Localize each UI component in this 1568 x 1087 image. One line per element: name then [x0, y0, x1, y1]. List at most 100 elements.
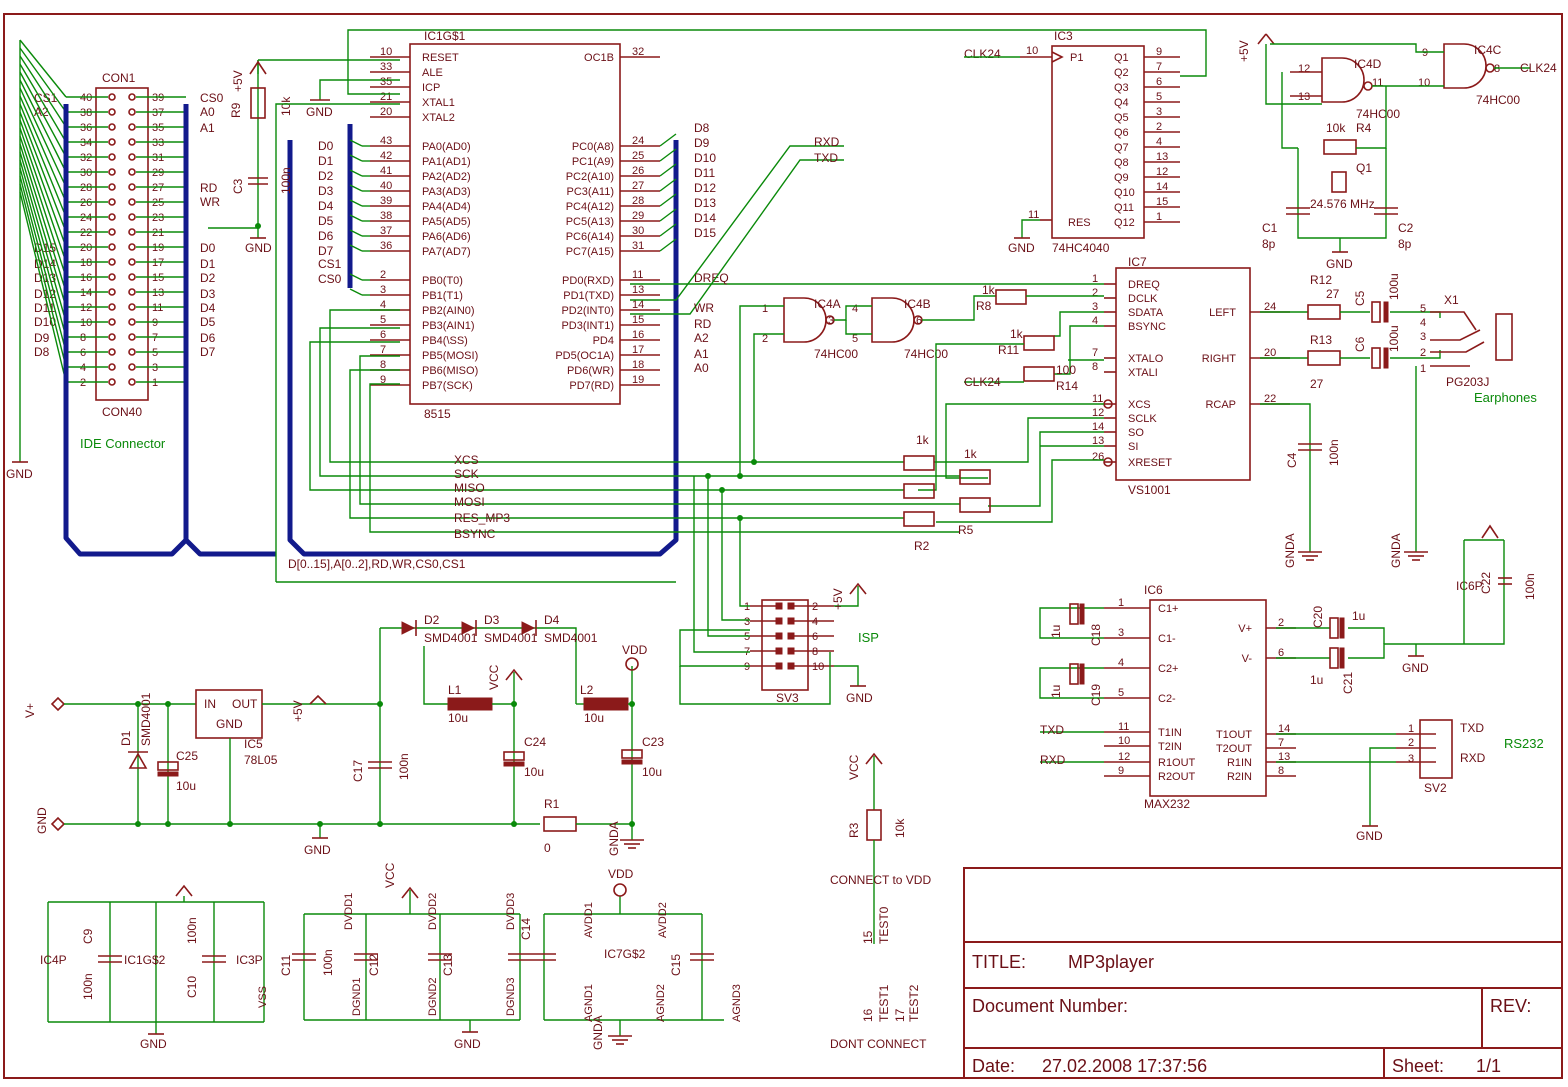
net-mosi: MOSI — [454, 495, 485, 509]
counter-pin-num: 13 — [1156, 151, 1168, 163]
d3-value: SMD4001 — [484, 631, 538, 645]
mcu-pin-signal: PC1(A9) — [572, 156, 614, 168]
mcu-pin-signal: PC3(A11) — [567, 186, 614, 198]
net-a0: A0 — [694, 361, 709, 375]
vs-pin-signal: XRESET — [1128, 457, 1172, 469]
mcu-net-pb: CS1 — [318, 257, 342, 271]
counter-pin-num: 9 — [1156, 46, 1162, 58]
reg-name: IC5 — [244, 737, 263, 751]
d3-name: D3 — [484, 613, 500, 627]
mcu-pin-num: 25 — [632, 150, 644, 162]
gnd-osc-label: GND — [1326, 257, 1353, 271]
mcu-pin-num: 36 — [380, 240, 392, 252]
earphones-note: Earphones — [1474, 390, 1537, 405]
vs-pin-num: 26 — [1092, 451, 1104, 463]
mcu-pin-signal: PA1(AD1) — [422, 156, 471, 168]
gnd-max-label: GND — [1402, 661, 1429, 675]
gnd-psu-label: GND — [304, 843, 331, 857]
isp-pin-num: 2 — [812, 601, 818, 613]
vs-pin-num: 8 — [1092, 361, 1098, 373]
title-value: MP3player — [1068, 952, 1154, 972]
vs-pin-signal: XCS — [1128, 399, 1151, 411]
mcu-net-pa: D2 — [318, 169, 334, 183]
ic4c-name: IC4C — [1474, 43, 1502, 57]
gnd-dec2: GND — [454, 1037, 481, 1051]
mcu-pin-signal: PD3(INT1) — [561, 320, 614, 332]
mcu-pin-num: 13 — [632, 284, 644, 296]
con-net-right: WR — [200, 195, 220, 209]
c22-value: 100n — [1523, 573, 1537, 600]
mcu-net-pa: D6 — [318, 229, 334, 243]
isp-pin-num: 4 — [812, 616, 818, 628]
con-net-left: D8 — [34, 345, 50, 359]
counter-pin-signal: Q9 — [1114, 172, 1129, 184]
r9-5v: +5V — [231, 70, 245, 92]
con-net-right: D3 — [200, 287, 216, 301]
con-pad — [128, 228, 136, 236]
c5-value: 100u — [1387, 273, 1401, 300]
max-pin-num: 6 — [1278, 647, 1284, 659]
mcu-pin-num: 38 — [380, 210, 392, 222]
mcu-pin-num: 19 — [632, 374, 644, 386]
mcu-pin-num: 42 — [380, 150, 392, 162]
counter-pin-num: 4 — [1156, 136, 1162, 148]
counter-pin-signal: Q10 — [1114, 187, 1135, 199]
mcu-pin-num: 20 — [380, 106, 392, 118]
con-pin-right: 33 — [152, 137, 164, 149]
c9-value: 100n — [81, 973, 95, 1000]
c4-value: 100n — [1327, 439, 1341, 466]
c10-value: 100n — [185, 917, 199, 944]
svg-text:6: 6 — [916, 315, 922, 327]
gnd-left-label: GND — [6, 467, 33, 481]
c21-value: 1u — [1310, 673, 1323, 687]
dvdd2: DVDD2 — [427, 893, 439, 930]
vs-pin-num: 2 — [1092, 287, 1098, 299]
svg-text:1: 1 — [762, 303, 768, 315]
r9-value: 10k — [279, 96, 293, 116]
max-pin-num: 13 — [1278, 751, 1290, 763]
con-pin-left: 8 — [80, 332, 86, 344]
svg-text:2: 2 — [1408, 737, 1414, 749]
con-pad — [108, 168, 116, 176]
vs-pin-signal: SDATA — [1128, 307, 1164, 319]
con-pad — [128, 93, 136, 101]
mcu-pin-num: 4 — [380, 299, 386, 311]
svg-text:4: 4 — [1420, 317, 1426, 329]
mcu-pin-num: 10 — [380, 46, 392, 58]
test2-name: TEST2 — [907, 984, 921, 1022]
c3-name: C3 — [231, 178, 245, 194]
con-net-left: CS1 — [34, 91, 58, 105]
gnd-mcu-label: GND — [306, 105, 333, 119]
agnd3: AGND3 — [731, 984, 743, 1022]
r3-name: R3 — [847, 822, 861, 838]
con-net-right: D4 — [200, 301, 216, 315]
c2-name: C2 — [1398, 221, 1414, 235]
c2-value: 8p — [1398, 237, 1412, 251]
mcu-pin-signal: PB2(AIN0) — [422, 305, 475, 317]
svg-text:1: 1 — [1420, 363, 1426, 375]
r5-name: R5 — [958, 523, 974, 537]
mcu-pin-signal: XTAL1 — [422, 97, 455, 109]
max-rxd: RXD — [1040, 753, 1066, 767]
con-pin-right: 25 — [152, 197, 164, 209]
vcc-r3: VCC — [847, 754, 861, 780]
q1-name: Q1 — [1356, 161, 1372, 175]
max-pin-num: 10 — [1118, 735, 1130, 747]
net-sck: SCK — [454, 467, 479, 481]
agnd2: AGND2 — [655, 984, 667, 1022]
con-pad — [108, 363, 116, 371]
net-txd: TXD — [814, 151, 838, 165]
test-resistor: VCC R3 10k CONNECT to VDD 15 TEST0 16 TE… — [830, 752, 931, 1051]
con-pad — [108, 348, 116, 356]
vdd-dec: VDD — [608, 867, 634, 881]
con-pin-right: 27 — [152, 182, 164, 194]
counter-pin-signal: Q11 — [1114, 202, 1134, 214]
vs-pin-signal: XTALO — [1128, 353, 1164, 365]
c24-name: C24 — [524, 735, 546, 749]
con-pad — [108, 228, 116, 236]
counter-pin-signal: Q2 — [1114, 67, 1129, 79]
r4-value: 10k — [1326, 121, 1346, 135]
mcu-pin-signal: PC4(A12) — [566, 201, 614, 213]
mcu-pin-num: 18 — [632, 359, 644, 371]
